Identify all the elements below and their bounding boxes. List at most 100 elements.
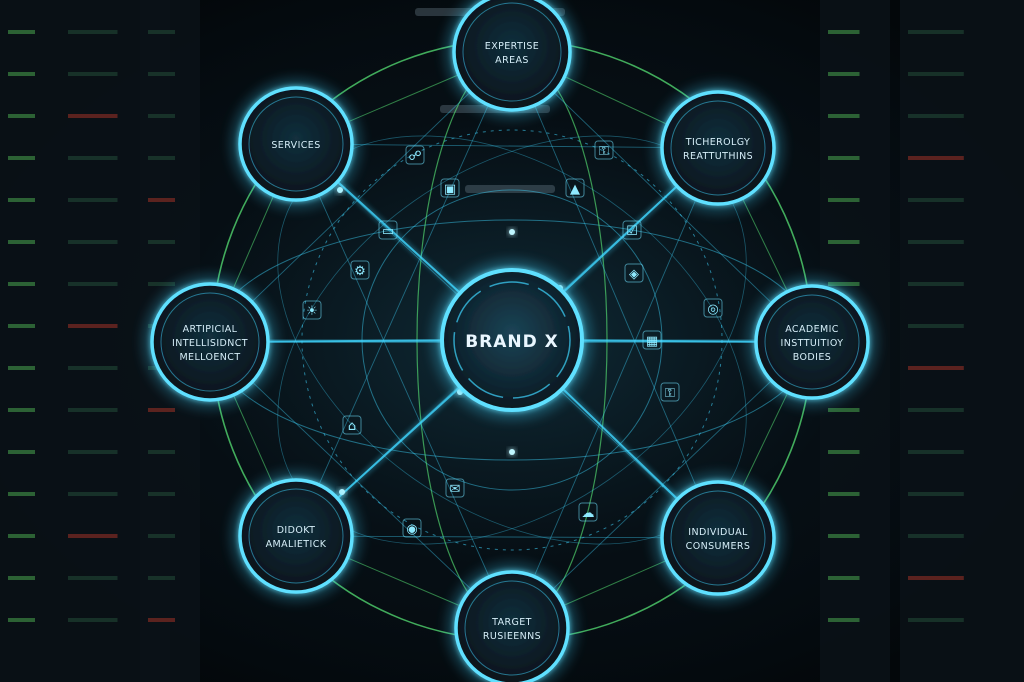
node-circle — [238, 478, 354, 594]
rack-light — [828, 492, 860, 496]
rack-light — [148, 282, 175, 286]
rack-light — [68, 114, 118, 118]
rack-light — [828, 156, 860, 160]
svg-text:☁: ☁ — [582, 506, 595, 521]
node-individual-consumers[interactable]: INDIVIDUAL CONSUMERS — [654, 474, 782, 602]
cross-connector-line — [209, 51, 513, 343]
rack-light — [148, 450, 175, 454]
node-label: SERVICES — [271, 140, 320, 151]
rack-light — [828, 72, 860, 76]
svg-text:▣: ▣ — [444, 182, 456, 197]
document-check-icon: ☑ — [622, 220, 642, 240]
node-inner-ring — [464, 580, 560, 676]
globe-icon: ◎ — [703, 298, 723, 318]
rack-light — [908, 408, 964, 412]
rack-light — [908, 240, 964, 244]
hub-glow — [433, 261, 591, 419]
node-spark — [509, 449, 515, 455]
node-label: REATTUTHINS — [683, 151, 753, 162]
mail-icon: ⌂ — [342, 415, 362, 435]
padlock-icon: ⚿ — [594, 140, 614, 160]
node-label: DIDOKT — [277, 525, 316, 536]
rack-light — [908, 366, 964, 370]
rack-light — [908, 324, 964, 328]
node-inner-ring — [248, 96, 344, 192]
rack-light — [68, 408, 118, 412]
rack-light — [8, 30, 35, 34]
rack-light — [68, 576, 118, 580]
node-label: INSTTUITIOY — [781, 338, 844, 349]
node-label: AMALIETICK — [266, 539, 327, 550]
home-icon: ☁ — [578, 502, 598, 522]
rack-light — [908, 618, 964, 622]
rack-light — [8, 198, 35, 202]
rack-light — [148, 534, 175, 538]
warning-icon: ▲ — [565, 178, 585, 198]
node-expertise-areas[interactable]: EXPERTISE AREAS — [446, 0, 578, 118]
rack-light — [148, 492, 175, 496]
node-glow — [654, 84, 782, 212]
node-circle — [452, 0, 572, 112]
svg-text:▦: ▦ — [646, 334, 658, 349]
rack-light — [8, 618, 35, 622]
hub-inner-ring — [453, 281, 571, 399]
node-label: AREAS — [495, 55, 529, 66]
rack-light — [148, 618, 175, 622]
cross-connector-line — [209, 341, 513, 629]
rack-light — [828, 198, 860, 202]
rack-light — [908, 72, 964, 76]
rack-light — [8, 240, 35, 244]
rack-light — [8, 114, 35, 118]
rack-light — [8, 72, 35, 76]
node-data-analytics[interactable]: DIDOKT AMALIETICK — [232, 472, 360, 600]
node-label: INTELLISIDNCT — [172, 338, 248, 349]
rack-light — [828, 114, 860, 118]
rack-light — [908, 30, 964, 34]
node-label: TICHEROLGY — [685, 137, 750, 148]
svg-text:◉: ◉ — [406, 522, 417, 537]
node-inner-ring — [670, 100, 766, 196]
svg-text:☀: ☀ — [306, 304, 318, 319]
hub-circle — [440, 268, 584, 412]
rack-light — [8, 492, 35, 496]
rack-light — [908, 114, 964, 118]
node-label: EXPERTISE — [485, 41, 539, 52]
rack-light — [68, 240, 118, 244]
rack-light — [148, 198, 175, 202]
node-inner-ring — [248, 488, 344, 584]
rack-light — [908, 492, 964, 496]
cross-connector-line — [295, 535, 719, 539]
rack-light — [828, 450, 860, 454]
rack-light — [8, 282, 35, 286]
rack-light — [68, 156, 118, 160]
node-circle — [660, 480, 776, 596]
node-label: CONSUMERS — [686, 541, 751, 552]
rack-light — [68, 618, 118, 622]
server-rack — [900, 0, 1024, 682]
rack-light — [8, 576, 35, 580]
svg-text:⚙: ⚙ — [354, 264, 366, 279]
node-label: INDIVIDUAL — [688, 527, 748, 538]
node-glow — [232, 472, 360, 600]
cloud-icon: ✉ — [445, 478, 465, 498]
node-technology-partnerships[interactable]: TICHEROLGY REATTUTHINS — [654, 84, 782, 212]
node-circle — [238, 86, 354, 202]
cross-connector-line — [295, 143, 719, 149]
node-glow — [448, 564, 576, 682]
hub-node[interactable]: BRAND X — [433, 261, 591, 419]
node-glow — [654, 474, 782, 602]
rack-light — [908, 282, 964, 286]
ceiling-light — [465, 185, 555, 193]
rack-light — [148, 72, 175, 76]
cross-connector-line — [511, 147, 719, 629]
floating-icons: ☍⚿▣▲▭☑⚙◈☀◎▦⚿⌂✉◉☁ — [302, 140, 723, 538]
node-services[interactable]: SERVICES — [232, 80, 360, 208]
cross-connector-line — [511, 51, 813, 343]
rack-light — [148, 576, 175, 580]
rack-light — [68, 282, 118, 286]
rack-light — [148, 240, 175, 244]
rack-light — [8, 534, 35, 538]
